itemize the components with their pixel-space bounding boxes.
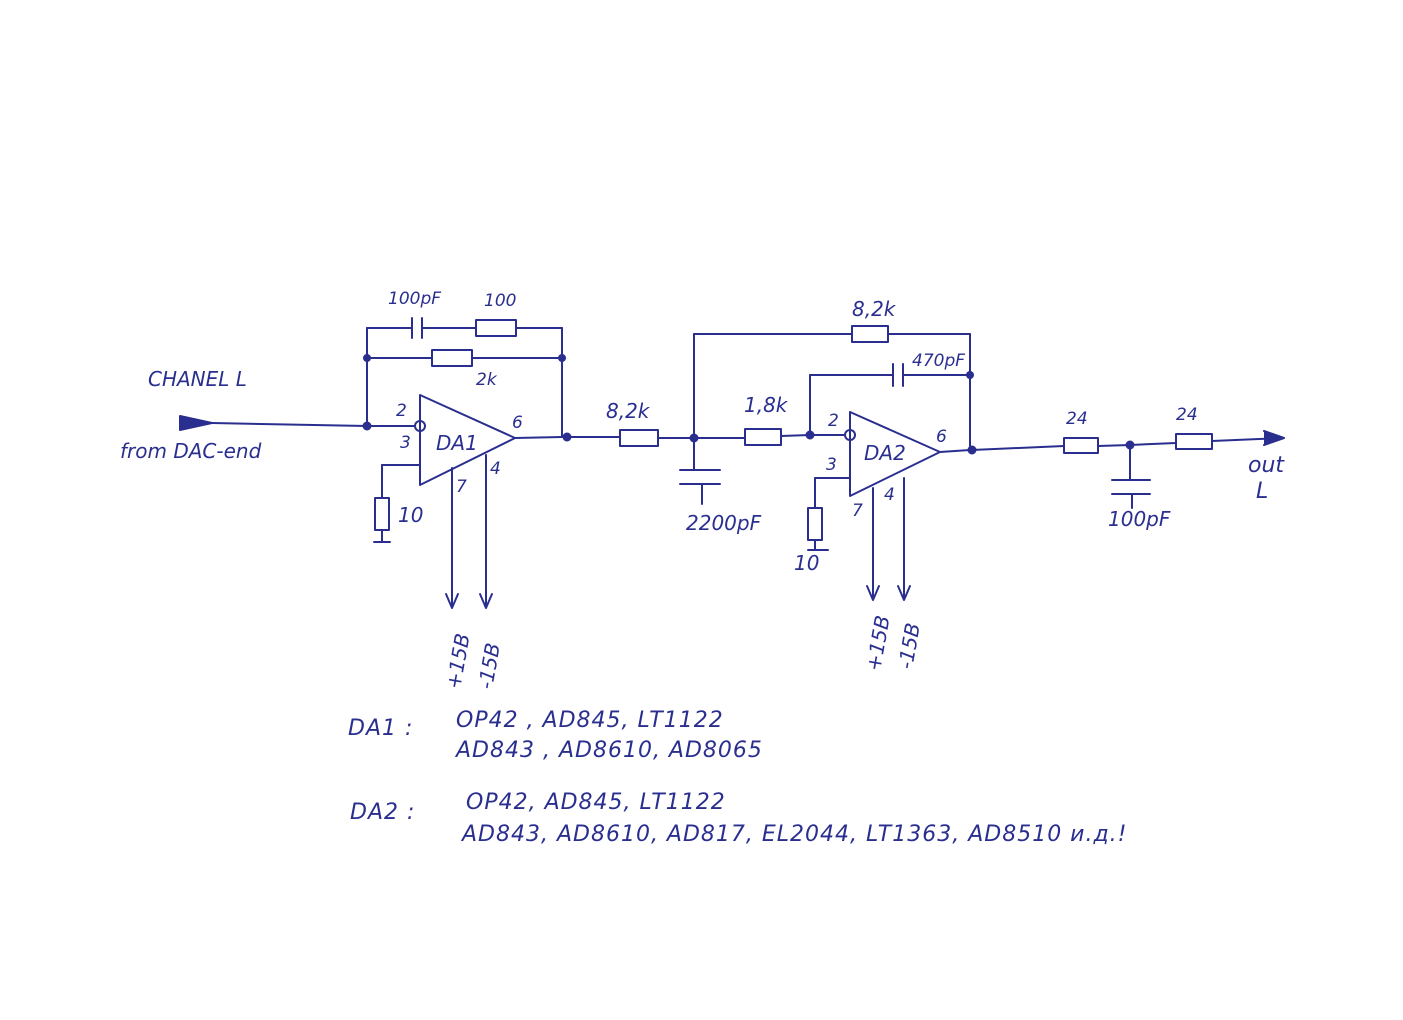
s2-outer-fb-res-label: 8,2k: [852, 297, 897, 321]
source-label: from DAC-end: [120, 439, 262, 463]
s1-ground-res-label: 10: [398, 503, 423, 527]
da1-pin-noninv: 3: [400, 433, 411, 453]
da2-label: DA2: [864, 441, 906, 465]
s1-fb-resistor: [431, 349, 473, 367]
s2-cap-fb-node: [966, 371, 974, 379]
stage2: 8,2k 1,8k 470pF DA2 2 3 6 7 4 10: [693, 297, 977, 673]
interstage-resistor: [619, 429, 659, 447]
input-section: CHANEL L from DAC-end: [120, 367, 368, 463]
s1-supply-minus-label: -15B: [473, 641, 505, 691]
da1-notes-label: DA1 :: [348, 716, 414, 741]
da1-label: DA1: [436, 431, 478, 455]
da2-pin-out: 6: [936, 427, 947, 447]
da1-pin-vminus: 4: [490, 459, 501, 479]
s1-fb-series-res-label: 100: [484, 291, 516, 311]
s2-vminus-arrow: [897, 585, 911, 601]
s1-vminus-arrow: [479, 593, 493, 609]
input-wire: [211, 422, 368, 427]
s1-fb-series-resistor: [475, 319, 517, 337]
da2-notes-line2: AD843, AD8610, AD817, EL2044, LT1363, AD…: [462, 822, 1128, 847]
da2-opamp-triangle: [849, 411, 941, 497]
out-resistor-2: [1175, 433, 1213, 450]
s2-input-resistor: [744, 428, 782, 446]
da1-notes-line2: AD843 , AD8610, AD8065: [456, 738, 763, 763]
da1-pin-vplus: 7: [456, 477, 467, 497]
s1-vplus-arrow: [445, 593, 459, 609]
s2-outer-fb-resistor: [851, 325, 889, 343]
da2-notes-line1: OP42, AD845, LT1122: [466, 790, 726, 815]
s2-supply-minus-label: -15B: [893, 621, 925, 671]
out-resistor-1: [1063, 437, 1099, 454]
s1-supply-plus-label: +15B: [441, 632, 474, 691]
out-arrow: [1263, 430, 1285, 446]
out-res2-label: 24: [1176, 405, 1198, 425]
s2-input-res-label: 1,8k: [744, 393, 789, 417]
interstage-res-label: 8,2k: [606, 399, 651, 423]
s2-ground-res-label: 10: [794, 551, 819, 575]
s1-fb-cap-label: 100pF: [388, 289, 441, 309]
output-label: out: [1248, 453, 1285, 478]
s1-fb-res-label: 2k: [476, 370, 498, 390]
s2-fb-cap-label: 470pF: [912, 351, 965, 371]
interstage: 8,2k 2200pF: [566, 399, 762, 535]
da1-notes-line1: OP42 , AD845, LT1122: [456, 708, 724, 733]
out-res1-label: 24: [1066, 409, 1088, 429]
da2-pin-noninv: 3: [826, 455, 837, 475]
s2-vplus-arrow: [866, 585, 880, 601]
da1-pin-out: 6: [512, 413, 523, 433]
s2-ground-resistor: [807, 507, 823, 541]
da1-pin-inv: 2: [396, 401, 407, 421]
output-channel-label: L: [1256, 479, 1268, 504]
out-wire-c: [1129, 442, 1177, 446]
s2-output-wire: [939, 449, 971, 453]
out-wire-b: [1097, 444, 1131, 447]
output-filter: 24 24 100pF out L: [971, 405, 1285, 531]
s1-output-wire: [514, 436, 563, 439]
stage1: 100pF 100 2k DA1 2 3 6 7 4 10 +15B -15B: [362, 289, 572, 691]
out-wire-a: [971, 445, 1065, 451]
da2-pin-inv: 2: [828, 411, 839, 431]
s2-supply-plus-label: +15B: [861, 614, 894, 673]
da2-notes-label: DA2 :: [350, 800, 416, 825]
da2-pin-vminus: 4: [884, 485, 895, 505]
s1-fb-node-left: [363, 354, 371, 362]
s2-input-wire-b: [780, 434, 811, 437]
out-cap-label: 100pF: [1108, 507, 1171, 531]
interstage-cap-label: 2200pF: [686, 511, 762, 535]
da1-opamp-triangle: [419, 394, 516, 486]
s1-ground-resistor: [374, 497, 390, 531]
da2-pin-vplus: 7: [852, 501, 863, 521]
input-arrow-head: [179, 415, 213, 431]
channel-label: CHANEL L: [148, 367, 247, 391]
s1-fb-node-right: [558, 354, 566, 362]
